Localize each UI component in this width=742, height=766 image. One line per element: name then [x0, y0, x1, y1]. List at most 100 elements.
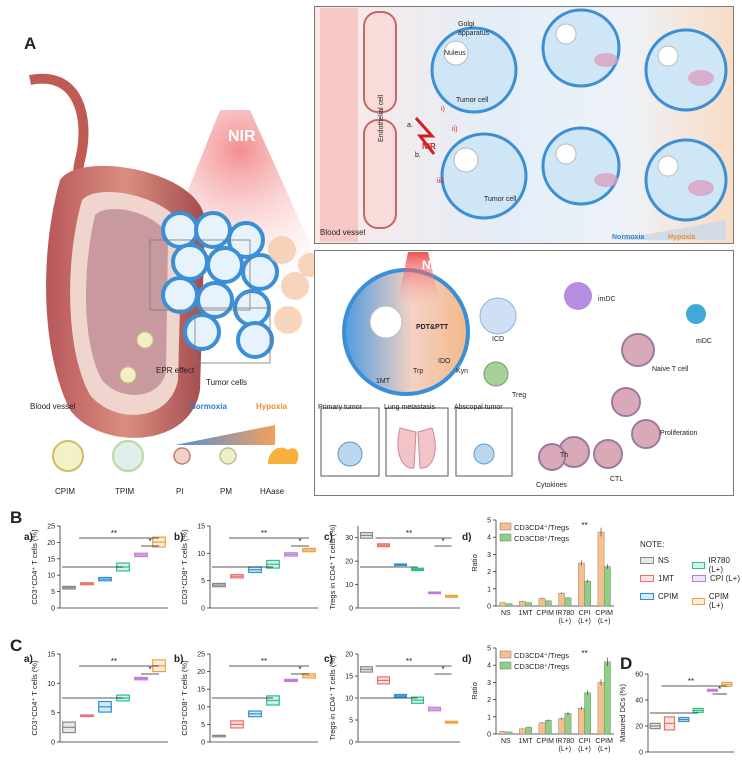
nir-small-label: NIR: [422, 142, 436, 151]
bar-1MT: [525, 602, 532, 607]
legend-haase: HAase: [260, 487, 285, 496]
y-tick-label: 15: [197, 524, 205, 531]
y-tick-label: 10: [47, 681, 55, 688]
tumor-cell-label-1: Tumor cell: [456, 97, 489, 104]
legend-cpim: CPIM: [55, 487, 75, 496]
bar-CPIM (L+): [603, 566, 611, 607]
x-tick-label: (L+): [598, 618, 611, 625]
legend-swatch: [499, 522, 512, 531]
note-item: NS: [640, 556, 669, 565]
sig-mark: **: [261, 657, 267, 666]
legend-label: CD3CD8⁺/Tregs: [514, 534, 569, 543]
bar-IR780 (L+): [564, 713, 572, 735]
bar-IR780 (L+): [564, 597, 572, 607]
note-label: IR780 (L+): [708, 556, 730, 574]
sub-label-Cc: c): [324, 654, 333, 665]
bar-1MT: [519, 728, 526, 735]
bar-CPI (L+): [584, 580, 591, 607]
bar-CPI (L+): [578, 562, 585, 607]
note-label: CPIM: [658, 592, 678, 601]
x-tick-label: CPIM: [595, 738, 613, 745]
y-tick-label: 0: [51, 606, 55, 613]
y-tick-label: 0: [349, 740, 353, 747]
y-tick-label: 5: [201, 578, 205, 585]
bar-NS: [505, 603, 513, 607]
tumor-cell-label-2: Tumor cell: [484, 196, 517, 203]
sub-label-Ba: a): [24, 532, 33, 543]
y-tick-label: 20: [635, 724, 643, 731]
y-tick-label: 5: [51, 710, 55, 717]
sig-mark: **: [688, 677, 694, 686]
bar-1MT: [519, 600, 526, 607]
bar-NS: [499, 731, 507, 735]
y-tick-label: 20: [345, 559, 353, 566]
y-axis-label: Tregs in CD4⁺ T cells (%): [328, 655, 337, 741]
note-swatch: [640, 575, 654, 582]
y-tick-label: 0: [639, 750, 643, 757]
y-tick-label: 3: [487, 680, 491, 687]
y-axis-label: Tregs in CD4⁺ T cells (%): [328, 524, 337, 610]
y-tick-label: 0: [201, 740, 205, 747]
x-tick-label: CPIM: [536, 610, 554, 617]
bar-IR780 (L+): [558, 718, 566, 735]
y-axis-label: CD3⁺CD4⁺ T cells (%): [30, 529, 39, 605]
hypoxia-label: Hypoxia: [256, 402, 288, 411]
y-tick-label: 10: [345, 582, 353, 589]
panel-label-b: B: [10, 508, 23, 527]
panel-label-c: C: [10, 636, 23, 655]
y-tick-label: 4: [487, 663, 491, 670]
y-tick-label: 10: [47, 573, 55, 580]
mark-a: a.: [407, 122, 413, 129]
particle-legend-icons: [52, 440, 299, 472]
sub-label-Bb: b): [174, 532, 184, 543]
sig-mark: **: [111, 529, 117, 538]
x-tick-label: (L+): [598, 746, 611, 753]
y-tick-label: 5: [201, 722, 205, 729]
x-tick-label: (L+): [578, 746, 591, 753]
note-item: 1MT: [640, 574, 674, 583]
y-tick-label: 15: [47, 652, 55, 659]
sub-label-Ca: a): [24, 654, 33, 665]
bar-CPIM: [544, 600, 552, 607]
note-swatch: [640, 593, 654, 600]
tumor-cluster: [161, 211, 279, 359]
mark-i: i): [441, 106, 445, 113]
y-tick-label: 15: [47, 556, 55, 563]
immune-scheme-drawing: [320, 252, 706, 477]
y-tick-label: 25: [197, 652, 205, 659]
y-axis-label: Ratio: [470, 554, 479, 572]
lung-metastasis-label: Lung metastasis: [384, 404, 435, 411]
note-label: CPIM (L+): [708, 592, 729, 610]
sig-mark: **: [261, 529, 267, 538]
y-tick-label: 1: [487, 714, 491, 721]
legend-label: CD3CD4⁺/Tregs: [514, 523, 569, 532]
bar-1MT: [525, 726, 532, 735]
bar-CPIM: [544, 720, 552, 735]
treg-label: Treg: [512, 392, 527, 399]
note-label: 1MT: [658, 574, 674, 583]
tumor-vessel-illustration: [29, 73, 320, 445]
legend-swatch: [499, 533, 512, 542]
y-tick-label: 2: [487, 697, 491, 704]
trp-label: Trp: [413, 368, 424, 375]
y-tick-label: 0: [51, 740, 55, 747]
nir-label: NIR: [228, 128, 256, 145]
y-tick-label: 25: [47, 524, 55, 531]
sig-mark: *: [441, 537, 444, 546]
primary-tumor-label: Primary tumor: [318, 404, 362, 411]
endothelial-label: Endothelial cell: [378, 94, 385, 142]
golgi-label: Golgi apparatus: [458, 21, 490, 37]
x-tick-label: 1MT: [519, 738, 534, 745]
x-tick-label: CPIM: [595, 610, 613, 617]
y-tick-label: 10: [197, 704, 205, 711]
y-tick-label: 5: [51, 589, 55, 596]
y-axis-label: Ratio: [470, 682, 479, 700]
y-tick-label: 20: [197, 669, 205, 676]
sig-mark: **: [581, 649, 587, 658]
normoxia-label: Normoxia: [190, 402, 227, 411]
